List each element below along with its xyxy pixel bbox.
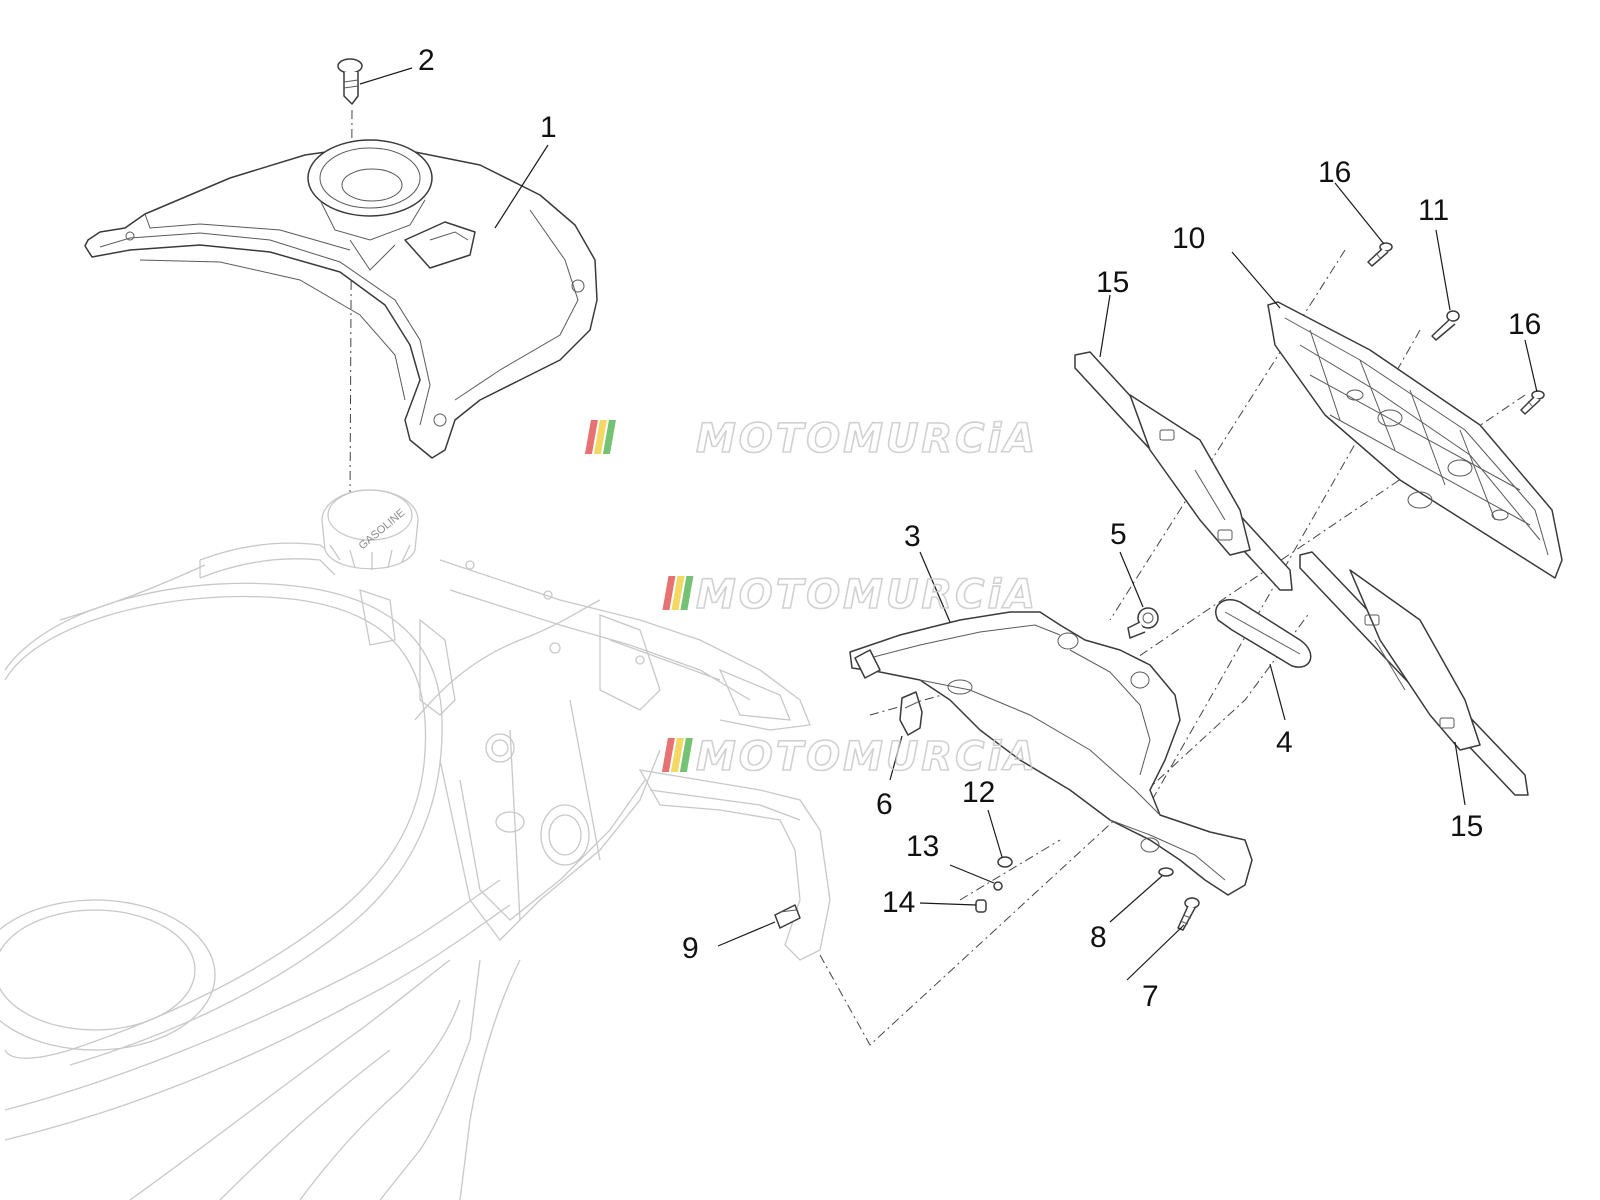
callout-1: 1 (540, 111, 557, 144)
part-14-spacer (975, 899, 987, 913)
part-4-reflector (1215, 599, 1312, 668)
part-15-trim-strip-lower (1299, 551, 1529, 796)
part-5-bolt (1127, 607, 1159, 639)
watermark-middle: MOTOMURCiA (662, 571, 1038, 619)
part-11-bolt (1431, 310, 1460, 341)
part-3-rear-bracket (849, 611, 1253, 896)
part-7-screw (1177, 897, 1200, 931)
part-8-washer (1158, 867, 1174, 877)
callout-13: 13 (906, 830, 939, 863)
part-6-clip-nut (899, 691, 923, 736)
callout-9: 9 (682, 932, 699, 965)
callout-6: 6 (876, 788, 893, 821)
callout-7: 7 (1142, 980, 1159, 1013)
scooter-frame: GASOLINE (0, 489, 831, 1200)
callout-5: 5 (1110, 518, 1127, 551)
callout-10: 10 (1172, 222, 1205, 255)
callout-2: 2 (418, 44, 435, 77)
watermark-text: MOTOMURCiA (696, 572, 1038, 618)
callout-15-lower: 15 (1450, 810, 1483, 843)
watermark-bottom: MOTOMURCiA (661, 733, 1038, 781)
callout-3: 3 (904, 520, 921, 553)
part-12-washer (997, 856, 1013, 868)
callout-4: 4 (1276, 726, 1293, 759)
callout-16-lower: 16 (1508, 308, 1541, 341)
part-1-rear-tank-cover (84, 139, 598, 459)
watermark-text: MOTOMURCiA (696, 416, 1038, 462)
callout-15-upper: 15 (1096, 266, 1129, 299)
leader-lines (359, 67, 1538, 981)
part-13-spacer (993, 881, 1003, 891)
watermark-top: MOTOMURCiA (584, 415, 1038, 463)
part-9-clip (774, 904, 801, 929)
callout-11: 11 (1418, 194, 1449, 227)
callout-12: 12 (962, 776, 995, 809)
part-16-screw-lower (1520, 390, 1545, 415)
part-16-screw-upper (1367, 242, 1393, 267)
part-15-trim-strip-upper (1074, 351, 1293, 591)
part-2-screw (337, 58, 363, 105)
callout-8: 8 (1090, 921, 1107, 954)
callout-14: 14 (882, 886, 915, 919)
callout-numbers: 1 2 3 4 5 6 7 8 9 10 11 12 13 14 15 15 1… (418, 44, 1541, 1013)
callout-16-upper: 16 (1318, 156, 1351, 189)
watermark-text: MOTOMURCiA (696, 734, 1038, 780)
part-10-plate-holder (1267, 301, 1563, 579)
